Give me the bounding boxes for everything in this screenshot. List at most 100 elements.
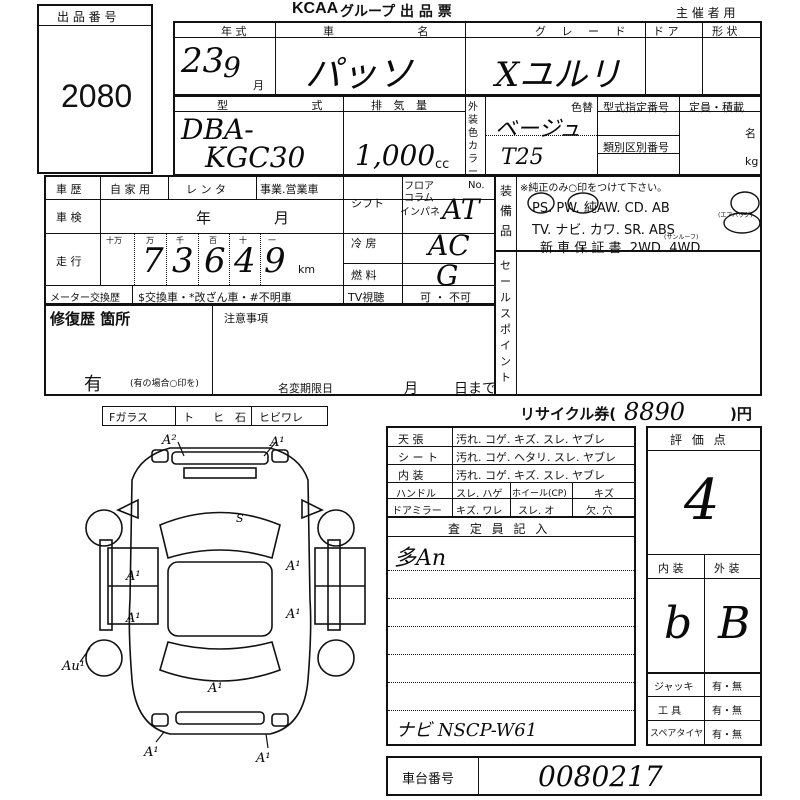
- colorno-value: T25: [501, 145, 544, 170]
- inspection-year-unit: 年: [196, 209, 212, 227]
- disp-label: 排 気 量: [371, 99, 431, 112]
- equipment-line1: PS. PW. 純AW. CD. AB: [532, 201, 670, 216]
- row-model: 型 式 排 気 量 外装色 カラーNo. 色替 型式指定番号 類別区別番号 定員…: [173, 95, 762, 191]
- month-unit: 月: [253, 79, 264, 92]
- glass-opt-3: 石: [235, 411, 246, 424]
- vin-box: 車台番号 0080217: [386, 756, 762, 796]
- repair-value: 有: [84, 374, 102, 395]
- recycle-value: 8890: [624, 398, 686, 426]
- ac-value: AC: [428, 229, 470, 262]
- car-name-value: パッソ: [305, 54, 414, 95]
- cond-label-handle: ハンドル: [396, 489, 436, 500]
- cond-label-mirror: ドアミラー: [392, 506, 442, 517]
- brand-logo: KCAA: [292, 0, 339, 17]
- km-unit: km: [298, 263, 316, 276]
- digit-label-100: 百: [209, 236, 217, 245]
- lot-number-box: 出 品 番 号 2080: [37, 4, 153, 174]
- load-unit: kg: [745, 155, 759, 168]
- equipment-sub-sunroof: (サンルーフ): [664, 234, 699, 241]
- cond-opts-ceiling: 汚れ. コゲ. キズ. スレ. ヤブレ: [456, 433, 605, 446]
- cond-opts-mirror2: 欠. 穴: [586, 506, 613, 517]
- mileage-digit-1k: 3: [172, 241, 194, 281]
- shift-label: シフト: [351, 197, 384, 210]
- cond-opts-seat: 汚れ. コゲ. ヘタリ. スレ. ヤブレ: [456, 451, 616, 464]
- mark-a1-left-rear: A¹: [125, 611, 141, 626]
- history-opt-business: 事業.営業車: [260, 183, 319, 196]
- digit-label-10k: 万: [146, 236, 154, 245]
- spare-yn: 有・無: [712, 730, 742, 741]
- model-label: 型 式: [217, 99, 363, 112]
- mileage-label: 走 行: [56, 255, 82, 268]
- mark-a1-bottom-left: A¹: [143, 745, 159, 760]
- month-value: 9: [223, 51, 241, 84]
- sales-point-label: セールスポイント: [500, 259, 511, 384]
- shift-value: AT: [442, 193, 480, 226]
- recycle-label: リサイクル券(: [520, 405, 617, 423]
- class-no-label: 類別区別番号: [603, 141, 669, 154]
- glass-label: Fガラス: [109, 411, 149, 424]
- ac-label: 冷 房: [351, 237, 377, 250]
- exterior-label: 外装色 カラーNo.: [468, 102, 485, 191]
- score-interior-label: 内 装: [658, 562, 684, 575]
- inspector-label: 査 定 員 記 入: [448, 522, 551, 536]
- deadline-month-unit: 月: [404, 381, 418, 397]
- spare-label: スペアタイヤ: [650, 729, 704, 739]
- equipment-sub-airbag: (エアバッグ): [718, 212, 753, 219]
- mark-a1-left-door: A¹: [125, 569, 141, 584]
- notes-label: 注意事項: [224, 312, 268, 325]
- score-block: 評 価 点 4 内 装 外 装 b B ジャッキ 有・無 工 具 有・無 スペア…: [646, 426, 762, 746]
- digit-label-1k: 千: [176, 236, 184, 245]
- model-line1: DBA-: [181, 113, 254, 146]
- digit-label-10: 十: [239, 236, 247, 245]
- mileage-digit-10k: 7: [142, 241, 164, 281]
- year-value: 23: [181, 41, 225, 81]
- year-label: 年 式: [221, 25, 247, 38]
- repair-note: (有の場合○印を): [130, 379, 199, 389]
- disp-unit: cc: [435, 157, 450, 172]
- equipment-label: 装 備 品: [500, 184, 513, 238]
- glass-opt-2: ヒ: [213, 411, 224, 424]
- tools-label: 工 具: [658, 706, 682, 717]
- mileage-digit-100: 6: [204, 241, 226, 281]
- mark-au1: Au¹: [61, 659, 85, 674]
- name-label: 車 名: [323, 25, 469, 38]
- score-value: 4: [684, 468, 720, 533]
- jack-yn: 有・無: [712, 682, 742, 693]
- lot-label: 出 品 番 号: [57, 10, 117, 24]
- fuel-value: G: [436, 259, 459, 292]
- vin-value: 0080217: [538, 760, 663, 793]
- jack-label: ジャッキ: [654, 682, 694, 693]
- history-opt-rental: レ ン タ: [186, 183, 226, 196]
- mark-a1-right-rear: A¹: [285, 607, 301, 622]
- glass-opt-1: ト: [183, 411, 194, 424]
- history-label: 車 歴: [56, 183, 82, 196]
- mark-a1-bottom-right: A¹: [255, 751, 271, 766]
- repair-label: 修復歴 箇所: [50, 310, 131, 328]
- mark-s-roof: S: [236, 512, 244, 525]
- tools-yn: 有・無: [712, 706, 742, 717]
- lot-number: 2080: [61, 78, 133, 114]
- condition-table: 天 張 汚れ. コゲ. キズ. スレ. ヤブレ シ ー ト 汚れ. コゲ. ヘタ…: [386, 426, 636, 746]
- tv-value: 可 ・ 不可: [420, 291, 471, 304]
- mark-a1-top-right: A¹: [269, 435, 285, 450]
- sales-point-box: セールスポイント: [494, 250, 762, 396]
- glass-row: Fガラス ト ヒ 石 ヒビワレ: [102, 406, 328, 426]
- deadline-label: 名変期限日: [278, 382, 333, 395]
- digit-label-1: 一: [268, 236, 276, 245]
- equipment-circles: [527, 191, 761, 234]
- equipment-line2: TV. ナビ. カワ. SR. ABS: [532, 223, 675, 238]
- score-interior-value: b: [664, 598, 693, 649]
- row-vehicle: 年 式 車 名 グ レ ー ド ド ア 形 状 23 9 月 パッソ Xユルリ: [173, 21, 762, 96]
- column-mark: インパネ: [400, 207, 440, 218]
- meter-options: $交換車・*改ざん車・#不明車: [138, 291, 292, 304]
- nav-note: ナビ NSCP-W61: [396, 720, 538, 741]
- column-label: コラム: [404, 193, 434, 204]
- glass-opt-4: ヒビワレ: [259, 411, 303, 424]
- color-change-label: 色替: [571, 101, 593, 114]
- grade-label: グ レ ー ド: [535, 25, 632, 38]
- digit-label-100k: 十万: [106, 236, 122, 245]
- grade-value: Xユルリ: [495, 55, 622, 95]
- score-exterior-value: B: [718, 598, 751, 649]
- cond-label-wheel: ホイール(CP): [512, 489, 567, 499]
- fuel-label: 燃 料: [351, 269, 377, 282]
